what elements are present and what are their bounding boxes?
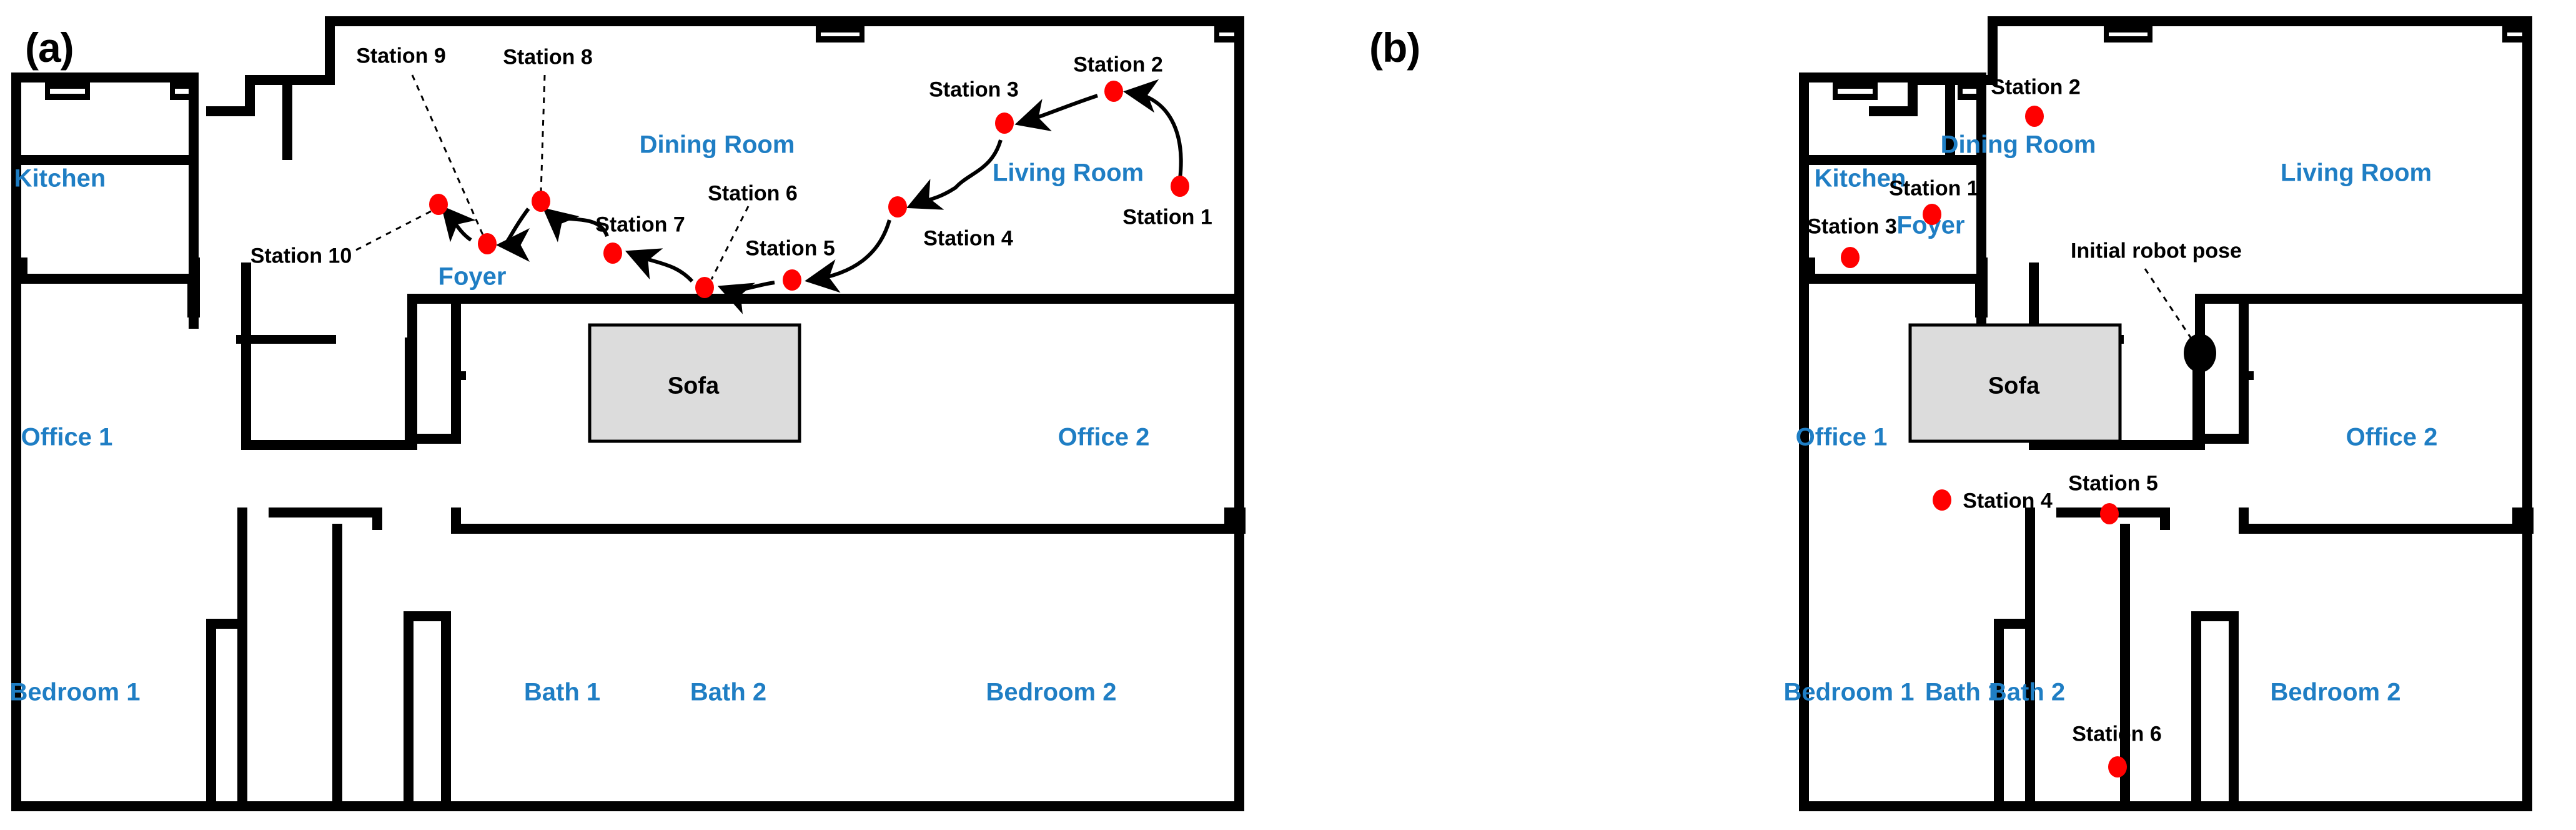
station-dot-5[interactable] (2100, 503, 2119, 524)
initial-robot-pose-marker[interactable] (2184, 334, 2216, 372)
leader-station-6 (710, 206, 750, 280)
room-label-office-1: Office 1 (21, 423, 113, 451)
room-label-living-room: Living Room (2280, 159, 2432, 187)
station-label-6: Station 6 (2072, 722, 2162, 746)
leader-lines (355, 74, 750, 280)
robot-path (441, 79, 1183, 314)
room-label-bath-2: Bath 2 (690, 678, 767, 706)
station-dot-6[interactable] (2108, 756, 2127, 778)
panel-a: (a) (9, 16, 1246, 811)
station-dot-8[interactable] (532, 191, 550, 212)
room-label-bedroom-1: Bedroom 1 (1783, 678, 1915, 706)
furniture-label-sofa: Sofa (667, 372, 720, 399)
station-dot-10[interactable] (429, 194, 448, 215)
station-dot-3[interactable] (995, 112, 1014, 134)
station-dot-2[interactable] (2025, 106, 2044, 127)
initial-robot-pose-label: Initial robot pose (2071, 239, 2242, 263)
panel-b: (b) (1288, 0, 2576, 830)
room-label-living-room: Living Room (992, 159, 1144, 187)
station-dot-3[interactable] (1841, 247, 1860, 268)
furniture-label-sofa: Sofa (1988, 372, 2040, 399)
sofa-shape (588, 323, 801, 443)
station-label-6: Station 6 (708, 181, 798, 206)
room-label-bath-2: Bath 2 (1988, 678, 2066, 706)
panel-b-letter: (b) (1369, 24, 1420, 71)
leader-lines (2144, 268, 2192, 338)
station-dot-1[interactable] (1923, 204, 1941, 225)
room-label-bath-1: Bath 1 (523, 678, 601, 706)
leader-station-10 (355, 210, 432, 251)
station-label-9: Station 9 (356, 44, 446, 68)
room-label-dining-room: Dining Room (639, 131, 795, 159)
room-label-kitchen: Kitchen (14, 164, 106, 192)
station-dot-4[interactable] (1933, 489, 1951, 511)
station-label-1: Station 1 (1889, 176, 1979, 201)
station-label-4: Station 4 (1963, 489, 2053, 513)
leader-initial-robot-pose (2144, 268, 2192, 338)
station-label-2: Station 2 (1073, 52, 1163, 77)
leader-station-9 (411, 74, 485, 237)
room-label-dining-room: Dining Room (1940, 131, 2096, 159)
room-label-bath-1: Bath 1 (1925, 678, 2002, 706)
station-dot-9[interactable] (478, 233, 497, 254)
station-label-8: Station 8 (503, 45, 593, 69)
room-label-bedroom-2: Bedroom 2 (986, 678, 1117, 706)
station-label-5: Station 5 (2068, 471, 2158, 496)
station-label-7: Station 7 (595, 212, 685, 237)
panel-a-letter: (a) (25, 24, 74, 71)
station-label-4: Station 4 (923, 226, 1013, 251)
station-label-10: Station 10 (250, 244, 352, 268)
station-label-5: Station 5 (745, 236, 835, 261)
leader-station-8 (540, 74, 546, 193)
station-dot-6[interactable] (695, 277, 714, 298)
room-label-office-2: Office 2 (1058, 423, 1150, 451)
station-dot-2[interactable] (1104, 81, 1123, 102)
station-label-2: Station 2 (1991, 75, 2081, 99)
sofa-shape (1908, 323, 2122, 443)
room-label-office-2: Office 2 (2346, 423, 2438, 451)
station-dot-7[interactable] (603, 242, 622, 264)
room-label-bedroom-1: Bedroom 1 (9, 678, 141, 706)
station-dot-4[interactable] (888, 196, 907, 218)
panel-a-floorplan-svg (11, 16, 1246, 811)
station-label-1: Station 1 (1122, 205, 1212, 229)
station-dot-1[interactable] (1171, 176, 1189, 197)
station-dot-5[interactable] (783, 269, 801, 291)
room-label-foyer: Foyer (438, 262, 507, 291)
walls-group (11, 16, 1246, 811)
room-label-office-1: Office 1 (1795, 423, 1888, 451)
room-label-kitchen: Kitchen (1814, 164, 1906, 192)
station-label-3: Station 3 (1807, 214, 1897, 239)
room-label-bedroom-2: Bedroom 2 (2270, 678, 2401, 706)
station-label-3: Station 3 (929, 78, 1019, 102)
